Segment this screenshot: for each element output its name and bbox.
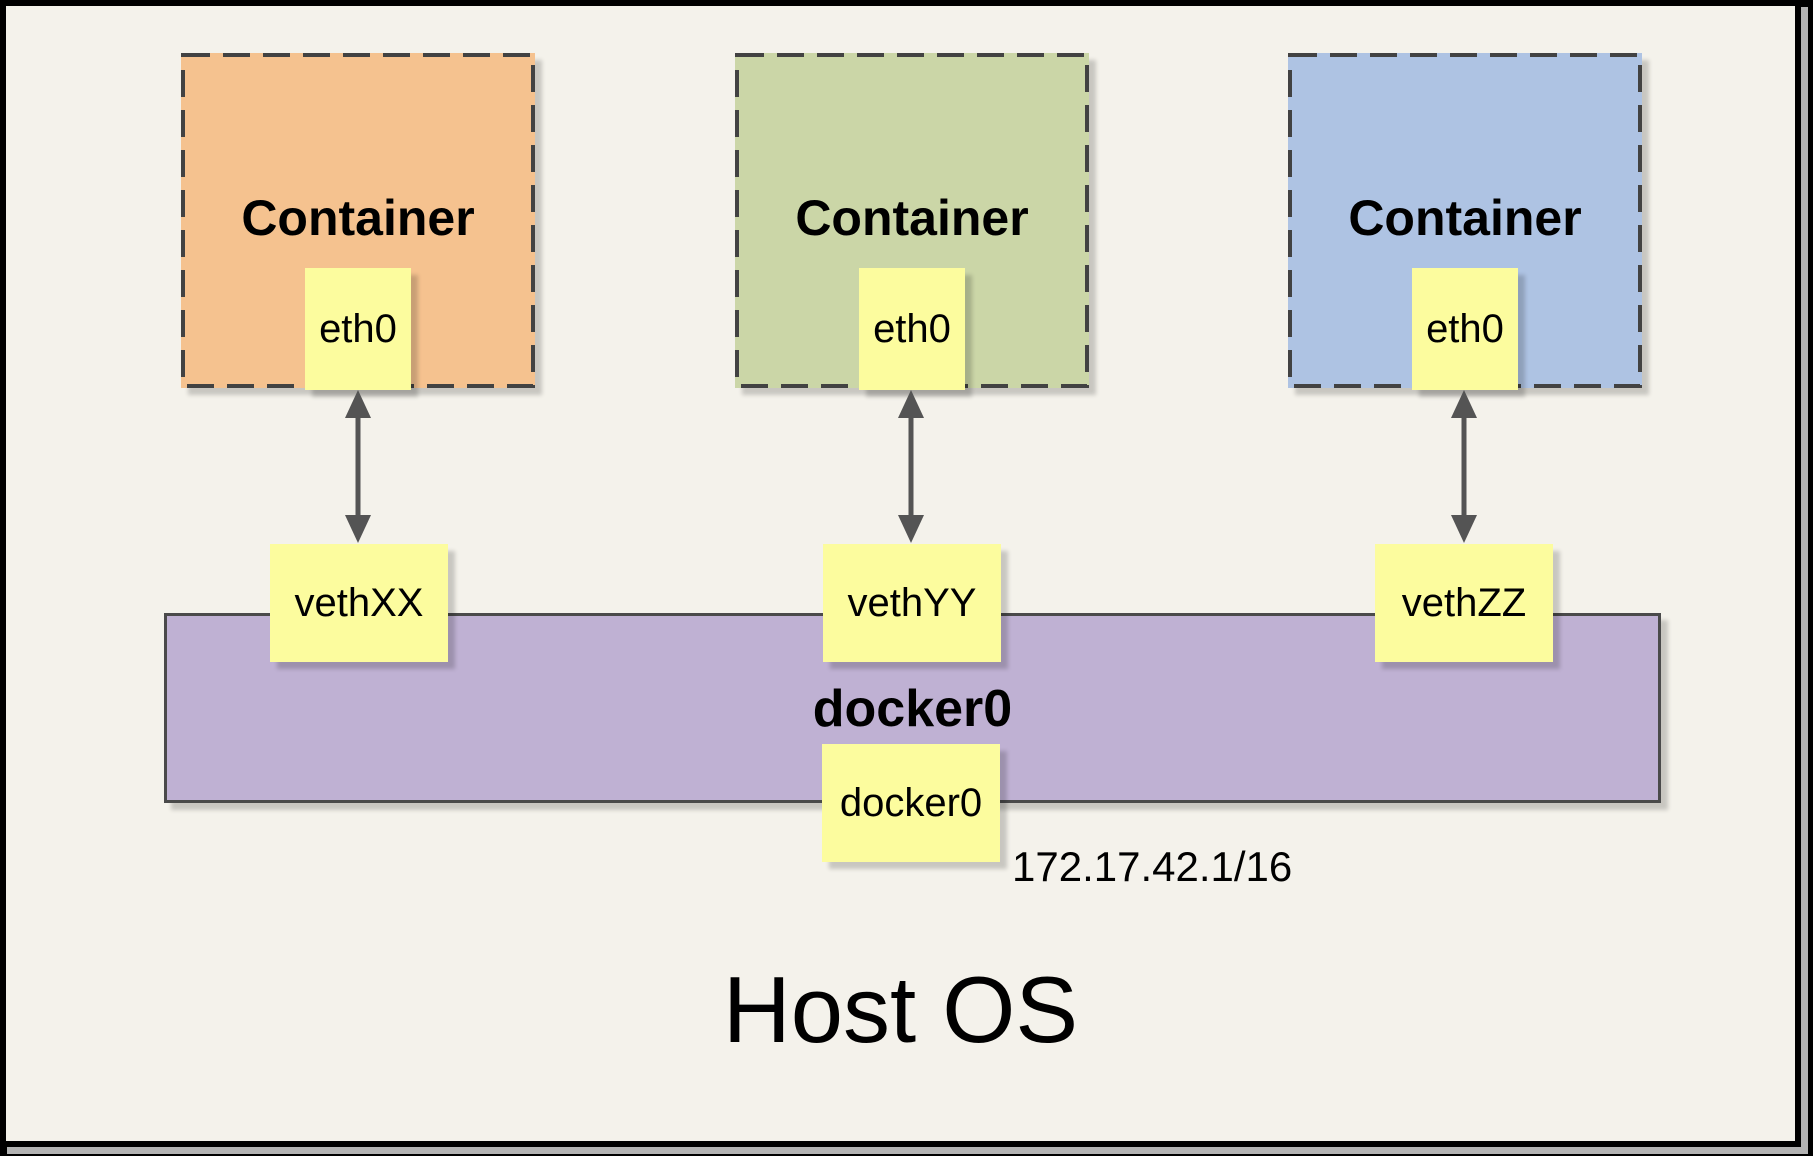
eth0-interface-box-1: eth0 [305,268,411,390]
vethzz-label: vethZZ [1401,580,1527,625]
vethyy-label: vethYY [847,580,977,625]
container-label-1: Container [241,190,475,246]
host-os-label: Host OS [722,957,1079,1062]
bridge-ip-address: 172.17.42.1/16 [1012,843,1293,890]
eth0-interface-label-3: eth0 [1426,306,1504,351]
eth0-veth-arrow-1 [345,390,371,543]
vethxx-box: vethXX [270,544,448,662]
container-box-1: Container eth0 [181,53,535,390]
docker0-bridge-label: docker0 [812,680,1013,738]
docker0-interface-label: docker0 [839,780,983,825]
container-box-2: Container eth0 [735,53,1089,390]
eth0-interface-box-3: eth0 [1412,268,1518,390]
container-label-2: Container [795,190,1029,246]
vethxx-label: vethXX [294,580,424,625]
docker0-interface-box: docker0 [822,744,1000,862]
vethyy-box: vethYY [823,544,1001,662]
eth0-interface-label-1: eth0 [319,306,397,351]
eth0-interface-label-2: eth0 [873,306,951,351]
container-box-3: Container eth0 [1288,53,1642,390]
vethzz-box: vethZZ [1375,544,1553,662]
container-label-3: Container [1348,190,1582,246]
eth0-interface-box-2: eth0 [859,268,965,390]
eth0-veth-arrow-2 [898,390,924,543]
eth0-veth-arrow-3 [1451,390,1477,543]
